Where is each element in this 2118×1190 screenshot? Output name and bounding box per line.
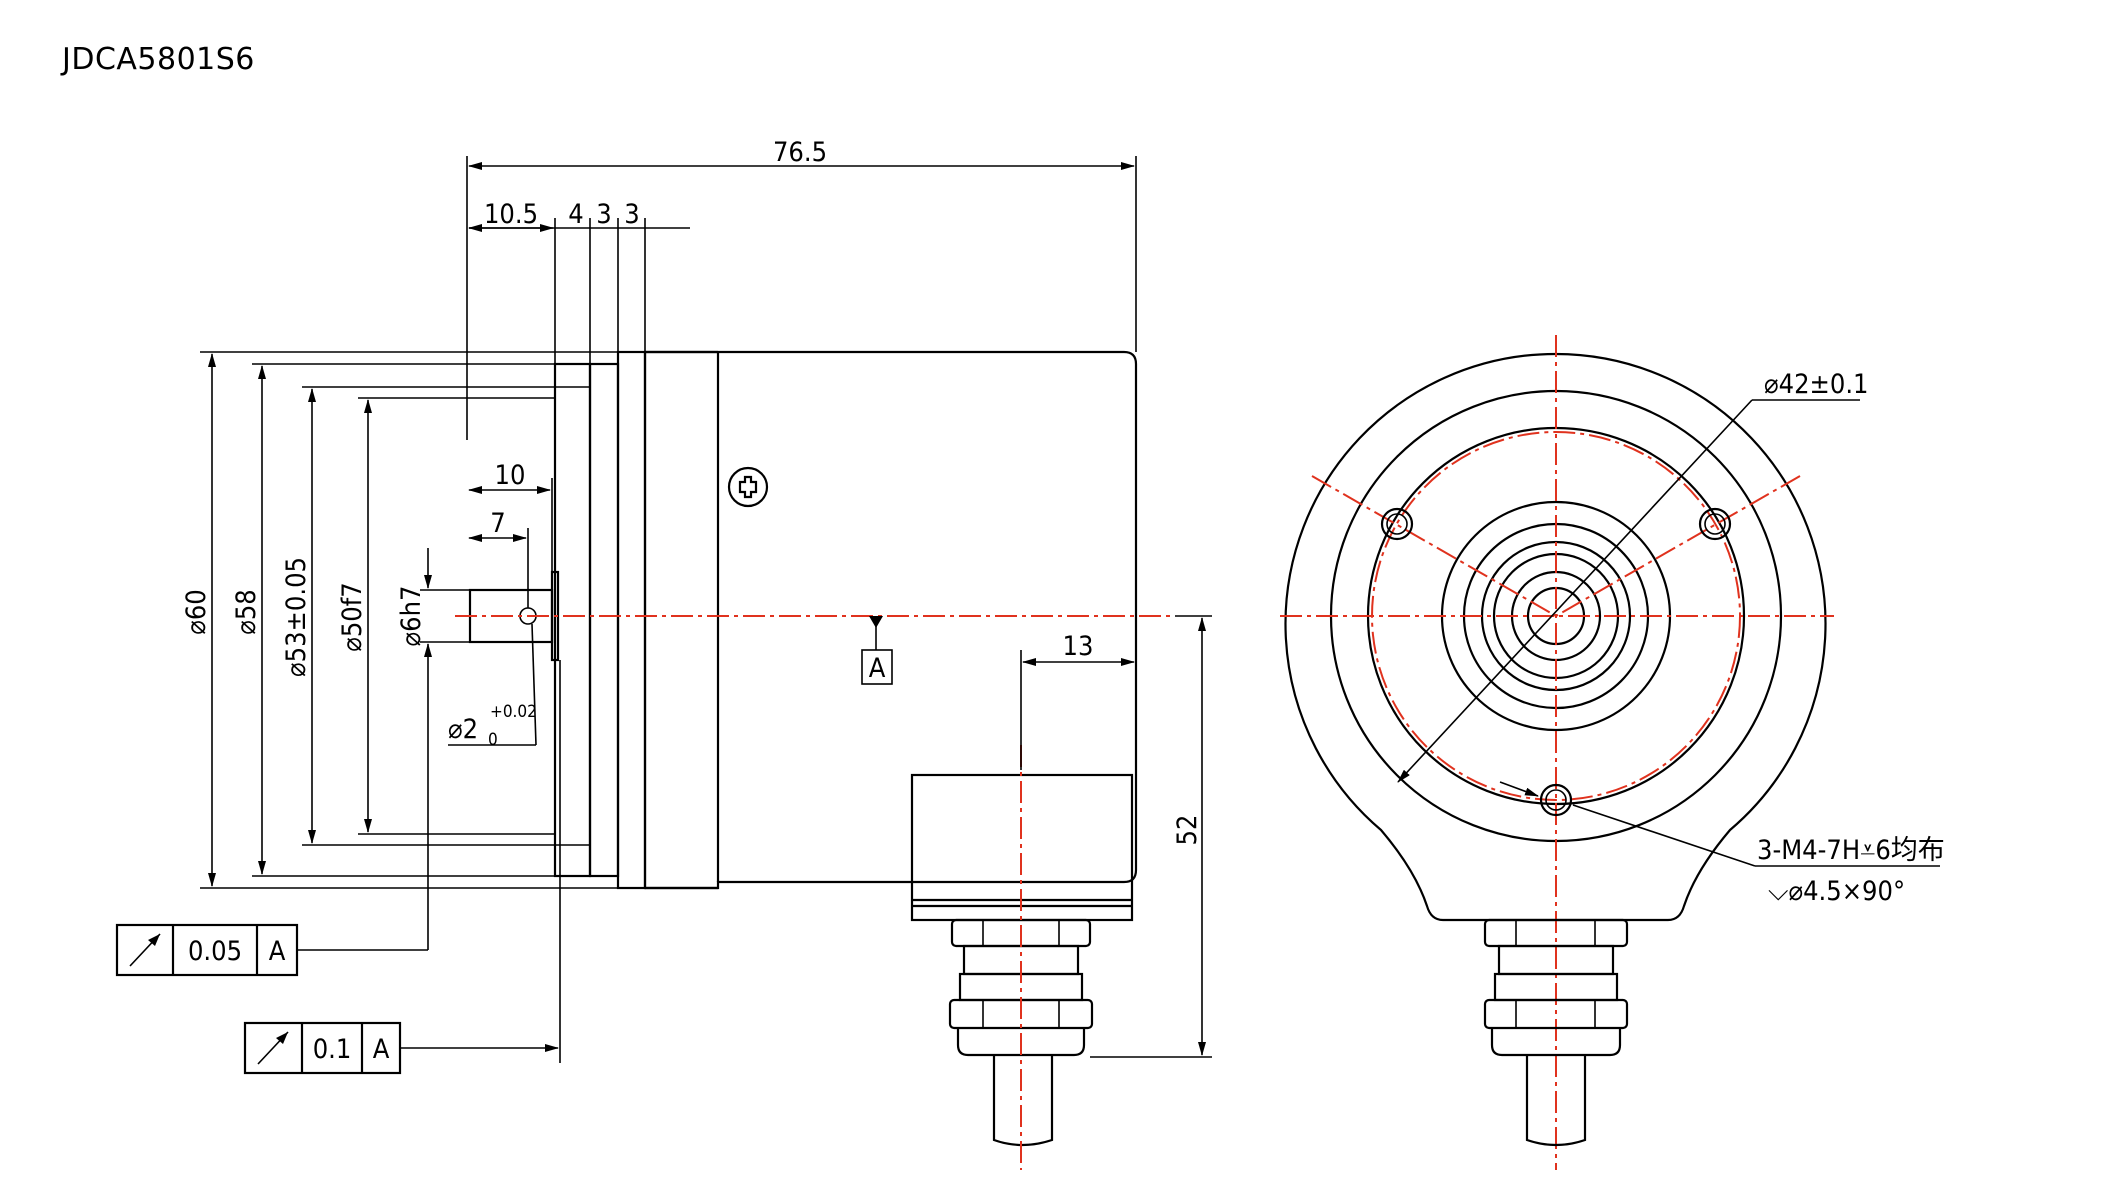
mount-hole — [1539, 783, 1573, 817]
bolt-circle-label: ⌀42±0.1 — [1764, 369, 1869, 400]
dia58-label: ⌀58 — [231, 589, 262, 635]
tolerance-2-value: 0.1 — [313, 1034, 352, 1065]
front-housing — [1284, 352, 1827, 922]
flange-step-1-label: 10.5 — [484, 199, 538, 230]
dia6-label: ⌀6h7 — [396, 586, 427, 647]
pin-hole-tolerance: +0.02 — [490, 702, 537, 722]
dia50-label: ⌀50f7 — [337, 582, 368, 652]
shaft-length-label: 10 — [495, 460, 526, 491]
tolerance-frame-1: 0.05 A — [115, 923, 299, 977]
tolerance-1-datum: A — [269, 936, 286, 967]
flat-length-label: 7 — [490, 508, 505, 539]
mount-hole — [1380, 507, 1414, 541]
mount-hole — [1698, 507, 1732, 541]
dia53-label: ⌀53±0.05 — [281, 557, 312, 677]
side-view: 76.5 10.5 4 3 3 ⌀60 — [181, 137, 1212, 1170]
connector-height-label: 52 — [1172, 815, 1203, 846]
screw-icon — [727, 466, 769, 508]
encoder-body — [643, 350, 1138, 890]
tolerance-2-datum: A — [373, 1034, 390, 1065]
pin-hole-sub: 0 — [488, 730, 498, 750]
overall-length-label: 76.5 — [773, 137, 827, 168]
flange-step-4-label: 3 — [624, 199, 639, 230]
countersink-note: ⌵⌀4.5×90° — [1768, 876, 1905, 907]
tolerance-frame-2: 0.1 A — [243, 1021, 402, 1075]
flange-step-3-label: 3 — [596, 199, 611, 230]
drawing-title: JDCA5801S6 — [62, 42, 255, 77]
dia60-label: ⌀60 — [181, 589, 212, 635]
front-cable — [1525, 1055, 1587, 1147]
connector-offset-label: 13 — [1063, 631, 1094, 662]
pin-hole-label: ⌀2 — [448, 714, 478, 745]
flange-step-2-label: 4 — [568, 199, 583, 230]
datum-label: A — [869, 653, 886, 684]
front-view: ⌀42±0.1 3-M4-7H⩡6均布 ⌵⌀4.5×90° — [1280, 335, 1945, 1170]
holes-note: 3-M4-7H⩡6均布 — [1757, 835, 1945, 866]
runout-arrow-icon — [129, 933, 161, 967]
runout-arrow-icon — [257, 1031, 289, 1065]
tolerance-1-value: 0.05 — [188, 936, 242, 967]
cable — [992, 1055, 1054, 1147]
datum-box — [861, 649, 893, 685]
